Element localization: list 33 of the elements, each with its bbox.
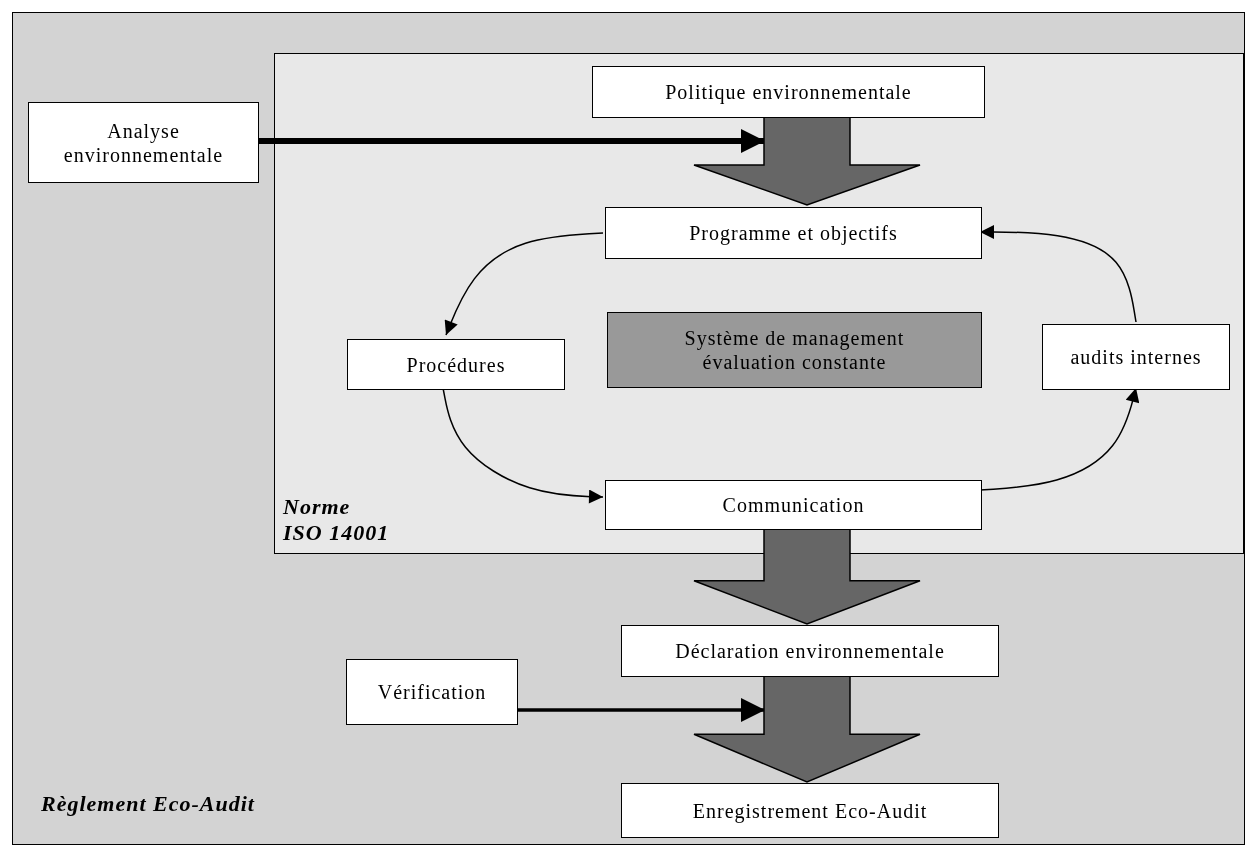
process-box (605, 207, 982, 259)
box-label: Programme et objectifs (689, 221, 898, 245)
box-label: Système de management évaluation constante (683, 326, 906, 374)
process-box (621, 625, 999, 677)
arrow (517, 698, 765, 722)
panel-title: Norme ISO 14001 (283, 494, 391, 547)
process-box (1042, 324, 1230, 390)
process-box (621, 783, 999, 838)
box-label: Politique environnementale (665, 80, 912, 104)
box-label: Déclaration environnementale (675, 639, 945, 663)
box-label: Communication (722, 493, 865, 517)
box-label: Analyse environnementale (62, 118, 225, 167)
process-box (592, 66, 985, 118)
box-label: audits internes (1070, 345, 1202, 369)
arrow (444, 232, 604, 336)
arrow (979, 225, 1137, 323)
process-box (28, 102, 259, 183)
standard-panel (274, 53, 1244, 554)
regulation-panel (12, 12, 1245, 845)
arrow (979, 387, 1140, 491)
box-label: Procédures (406, 352, 506, 377)
block-arrow (693, 527, 921, 625)
block-arrow (693, 115, 921, 206)
process-box (605, 480, 982, 530)
process-box (347, 339, 565, 390)
block-arrow (693, 675, 921, 783)
arrow (258, 129, 765, 153)
panel-title: Règlement Eco-Audit (41, 791, 256, 818)
arrow (442, 387, 604, 504)
process-box (346, 659, 518, 725)
box-label: Enregistrement Eco-Audit (692, 798, 928, 823)
box-label: Vérification (377, 680, 487, 704)
process-box (607, 312, 982, 388)
